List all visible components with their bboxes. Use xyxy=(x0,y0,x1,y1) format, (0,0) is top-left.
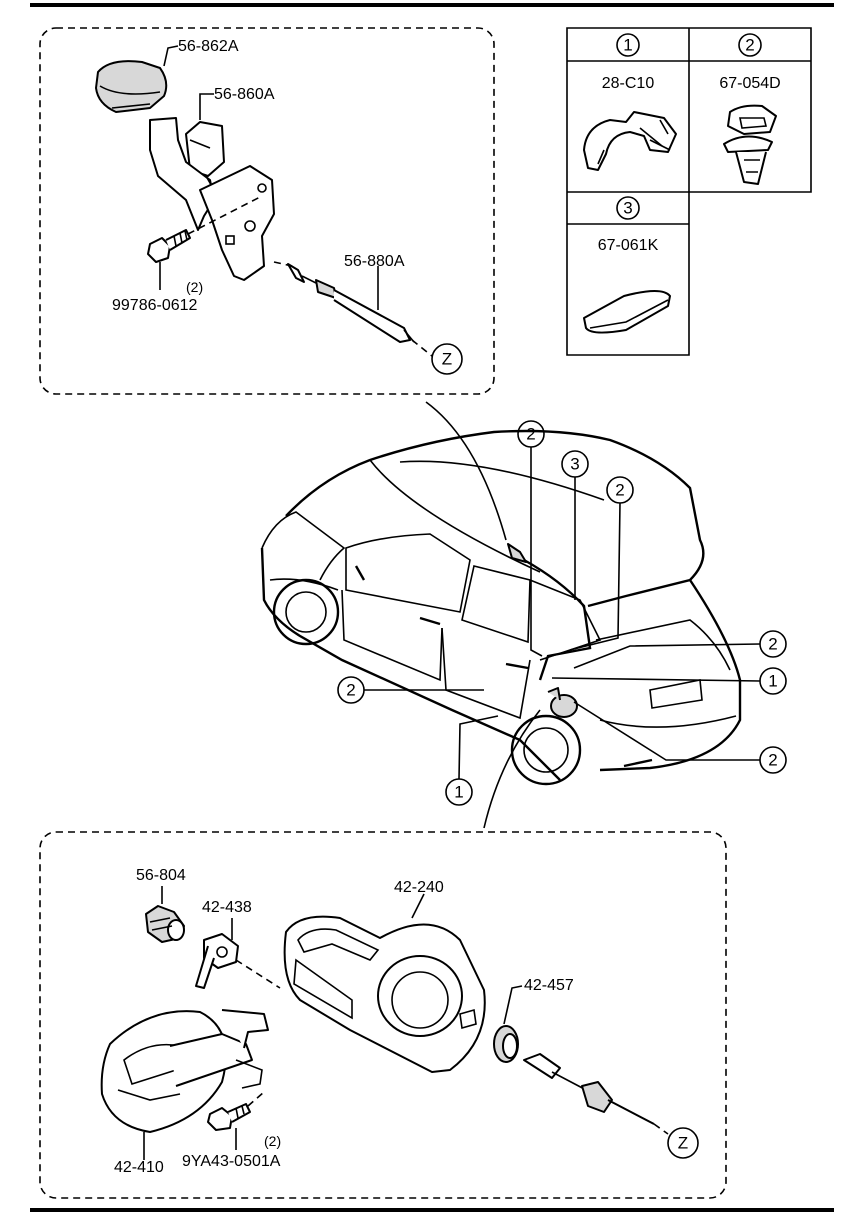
bolt-dash xyxy=(187,195,263,235)
top-inset: 56-862A 56-860A (2) 99786-0612 xyxy=(39,27,495,395)
rear-wheel xyxy=(510,714,582,786)
opener-cable-part[interactable] xyxy=(273,261,433,357)
push-clip-icon[interactable] xyxy=(723,104,777,185)
lid-label: 42-410 xyxy=(114,1159,164,1176)
grommet-part[interactable] xyxy=(493,1025,519,1063)
housing-leader xyxy=(411,893,425,919)
lock-cylinder-part[interactable] xyxy=(145,905,185,943)
clip-3-code: 67-061K xyxy=(598,237,659,254)
bolt-part[interactable] xyxy=(147,229,191,263)
pad-icon[interactable] xyxy=(583,290,671,334)
lever-cap-part[interactable] xyxy=(95,60,168,113)
connector-z-top-label: Z xyxy=(442,350,452,369)
lid-bolt-dash xyxy=(247,1091,265,1107)
clip-1-circle xyxy=(616,33,640,57)
fuel-lid[interactable] xyxy=(550,694,578,718)
top-rule xyxy=(30,3,834,7)
lid-bolt-part[interactable] xyxy=(207,1103,251,1131)
clip-3-circle xyxy=(616,196,640,220)
pointer-top xyxy=(425,401,507,541)
clip-1-code: 28-C10 xyxy=(602,75,655,92)
clip-2-circle xyxy=(738,33,762,57)
callout-clip-2-e: 2 xyxy=(768,751,777,770)
lid-bolt-qty-label: (2) xyxy=(264,1133,281,1149)
callout-clip-2-d: 2 xyxy=(346,681,355,700)
bolt-qty-label: (2) xyxy=(186,279,203,295)
filler-housing-part[interactable] xyxy=(283,915,486,1073)
pointer-bottom xyxy=(483,709,541,829)
housing-label: 42-240 xyxy=(394,879,444,896)
callout-pad-3: 3 xyxy=(570,455,579,474)
clip-3-num: 3 xyxy=(623,199,632,218)
bolt-label: 99786-0612 xyxy=(112,297,198,314)
harness-clip-icon[interactable] xyxy=(583,111,677,171)
clip-2-num: 2 xyxy=(745,36,754,55)
bracket-label: 56-860A xyxy=(214,86,275,103)
bottom-rule xyxy=(30,1208,834,1212)
connector-z-bottom-label: Z xyxy=(678,1134,688,1153)
front-wheel xyxy=(272,578,340,646)
callout-clip-1-b: 1 xyxy=(454,783,463,802)
fuel-lid-part[interactable] xyxy=(100,1009,269,1133)
clip-2-code: 67-054D xyxy=(719,75,780,92)
lever-location[interactable] xyxy=(507,543,527,563)
cap-leader xyxy=(163,45,179,67)
top-inset-border xyxy=(39,27,495,395)
opener-bracket-part[interactable] xyxy=(149,117,275,281)
bottom-inset: 56-804 42-438 42-240 42-457 xyxy=(39,831,727,1199)
cylinder-label: 56-804 xyxy=(136,867,186,884)
clip-table: 1 28-C10 2 67-054D 3 67-061K xyxy=(566,27,812,356)
bottom-inset-border xyxy=(39,831,727,1199)
bracket-leader xyxy=(199,93,214,120)
spring-label: 42-438 xyxy=(202,899,252,916)
cable-label: 56-880A xyxy=(344,253,405,270)
car-callouts: 2 3 2 2 1 2 2 1 xyxy=(337,420,787,806)
cap-label: 56-862A xyxy=(178,38,239,55)
lid-bolt-label: 9YA43-0501A xyxy=(182,1153,281,1170)
callout-clip-1-a: 1 xyxy=(768,672,777,691)
callout-clip-2-c: 2 xyxy=(768,635,777,654)
car-illustration xyxy=(260,429,742,786)
grommet-leader xyxy=(503,985,523,1025)
callout-clip-2-b: 2 xyxy=(615,481,624,500)
connector-z-bottom xyxy=(667,1127,699,1159)
connector-z-top xyxy=(431,343,463,375)
grommet-label: 42-457 xyxy=(524,977,574,994)
lid-spring-part[interactable] xyxy=(195,933,239,989)
callout-clip-2-a: 2 xyxy=(526,425,535,444)
clip-1-num: 1 xyxy=(623,36,632,55)
spring-dash xyxy=(235,959,281,989)
lid-actuator-cable-part[interactable] xyxy=(523,1053,669,1135)
